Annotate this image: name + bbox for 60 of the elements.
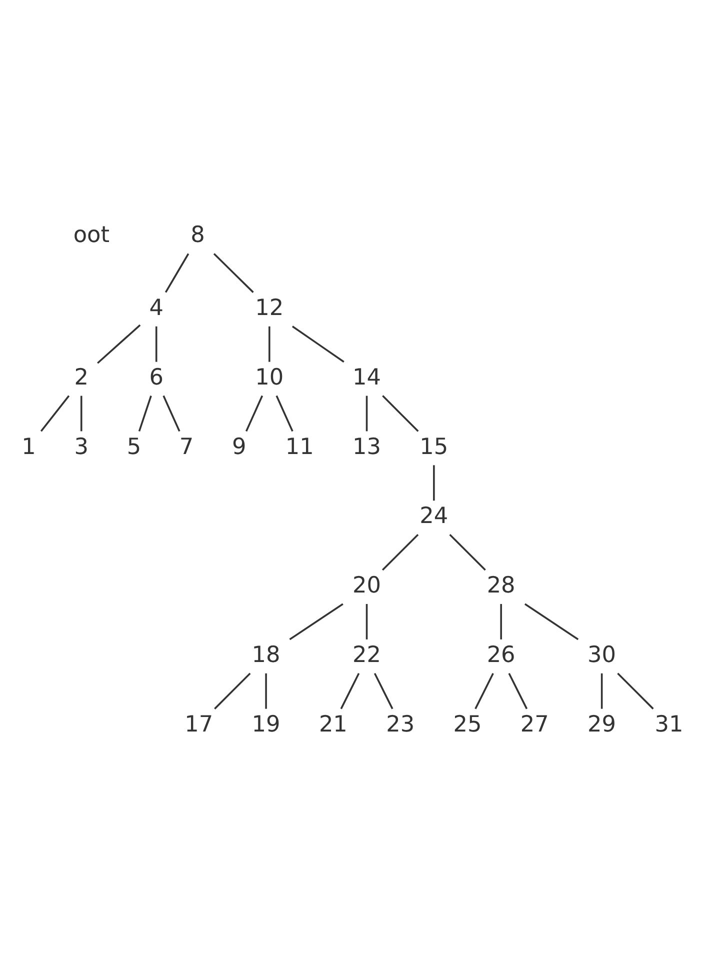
connector	[449, 533, 486, 570]
node-text: 14	[352, 364, 382, 390]
connector	[164, 252, 190, 292]
connector	[213, 252, 254, 292]
node-text: 30	[588, 641, 616, 668]
connector	[214, 672, 251, 709]
node-text: 6	[149, 364, 164, 390]
node-text: 25	[453, 710, 482, 737]
connector	[433, 464, 435, 500]
connector	[97, 324, 141, 364]
node-text: 18	[252, 641, 280, 668]
node-text: 20	[352, 572, 382, 598]
node-text: 8	[190, 222, 205, 248]
connector	[162, 394, 180, 432]
node-text: 23	[386, 710, 415, 737]
connector	[617, 672, 654, 709]
node-text: 22	[352, 641, 382, 668]
connector	[508, 672, 528, 709]
node-text: 15	[420, 433, 448, 460]
node-text: 27	[520, 710, 549, 737]
node-text: 13	[352, 433, 382, 460]
node-text: 21	[318, 710, 348, 737]
node-text: 12	[255, 294, 284, 320]
node-text: 3	[74, 433, 88, 460]
node-text: 19	[252, 710, 280, 737]
connector	[366, 395, 368, 431]
node-text: 5	[126, 433, 142, 460]
node-text: 26	[486, 641, 516, 668]
connector	[138, 395, 152, 432]
connector	[289, 602, 344, 640]
connector	[80, 395, 82, 431]
connector	[374, 672, 394, 709]
connector	[382, 394, 419, 432]
connector	[268, 326, 270, 362]
node-text: 31	[654, 710, 684, 737]
connector	[500, 603, 502, 639]
connector	[600, 672, 603, 708]
node-text: 9	[232, 433, 246, 460]
connector	[340, 672, 360, 709]
node-text: 28	[486, 572, 516, 598]
node-text: 29	[588, 710, 616, 737]
node-text: 17	[184, 710, 214, 737]
connector	[276, 394, 294, 432]
connector	[382, 533, 419, 570]
connector	[265, 672, 267, 708]
connector	[474, 672, 494, 709]
node-text: 4	[149, 294, 164, 320]
node-text: 11	[285, 433, 314, 460]
node-text: 2	[74, 364, 88, 390]
connector	[245, 394, 264, 432]
node-text: 10	[255, 364, 284, 390]
node-text: 7	[179, 433, 194, 460]
node-text: 1	[22, 433, 36, 460]
connector	[524, 602, 579, 640]
node-text: 24	[420, 502, 448, 529]
label: oot	[73, 222, 110, 248]
connector	[366, 603, 368, 639]
connector	[40, 394, 70, 432]
connector	[292, 325, 344, 362]
connector	[155, 326, 158, 362]
